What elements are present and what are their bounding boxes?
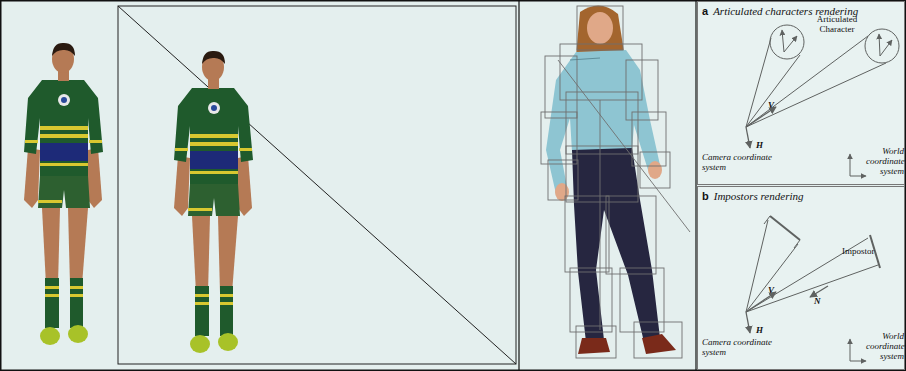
bounding-boxes — [634, 322, 682, 358]
coordinate-label: Camera coordinate system — [702, 337, 776, 357]
axis-label: V — [768, 100, 774, 110]
axis-label: H — [756, 325, 763, 335]
bounding-boxes — [570, 268, 612, 332]
impostor-render — [118, 6, 516, 364]
woman-figure — [642, 334, 676, 354]
coordinate-label: World coordinate system — [866, 331, 904, 361]
bounding-boxes — [606, 196, 656, 274]
bounding-boxes — [545, 56, 577, 118]
woman-figure — [648, 161, 662, 179]
woman-figure — [546, 5, 676, 354]
panel-title: Impostors rendering — [714, 190, 804, 202]
axis-label: H — [756, 140, 763, 150]
woman-figure — [570, 58, 600, 60]
bounding-boxes — [558, 60, 690, 232]
bounding-boxes — [632, 112, 666, 166]
bounding-boxes — [577, 6, 623, 50]
impostor-render — [118, 6, 516, 364]
panel-letter: a — [702, 5, 708, 17]
axis-label: V — [768, 285, 774, 295]
impostor-render — [118, 6, 516, 364]
bounding-boxes — [600, 100, 601, 330]
bounding-boxes — [640, 152, 670, 188]
articulated-character-render — [24, 43, 103, 345]
axis-label: N — [814, 296, 821, 306]
bounding-boxes — [541, 112, 577, 164]
woman-figure — [555, 183, 569, 201]
part-label: Articulated Character — [806, 14, 868, 34]
bounding-boxes — [566, 146, 638, 202]
woman-figure — [576, 5, 624, 56]
panel-letter: b — [702, 190, 709, 202]
panel-divider — [518, 0, 519, 371]
bounding-boxes — [541, 6, 690, 358]
bounding-boxes — [565, 196, 609, 272]
bounding-boxes — [548, 160, 578, 200]
woman-figure — [587, 12, 613, 44]
part-label: Impostor — [842, 246, 875, 256]
impostor-render — [174, 51, 253, 353]
coordinate-label: Camera coordinate system — [702, 152, 776, 172]
bounding-boxes — [576, 326, 616, 358]
woman-figure — [578, 338, 610, 354]
articulated-character-render — [24, 43, 103, 345]
bounding-boxes — [626, 60, 658, 120]
coordinate-label: World coordinate system — [866, 146, 904, 176]
woman-figure — [572, 148, 660, 342]
panel-heading: b Impostors rendering — [702, 190, 803, 202]
